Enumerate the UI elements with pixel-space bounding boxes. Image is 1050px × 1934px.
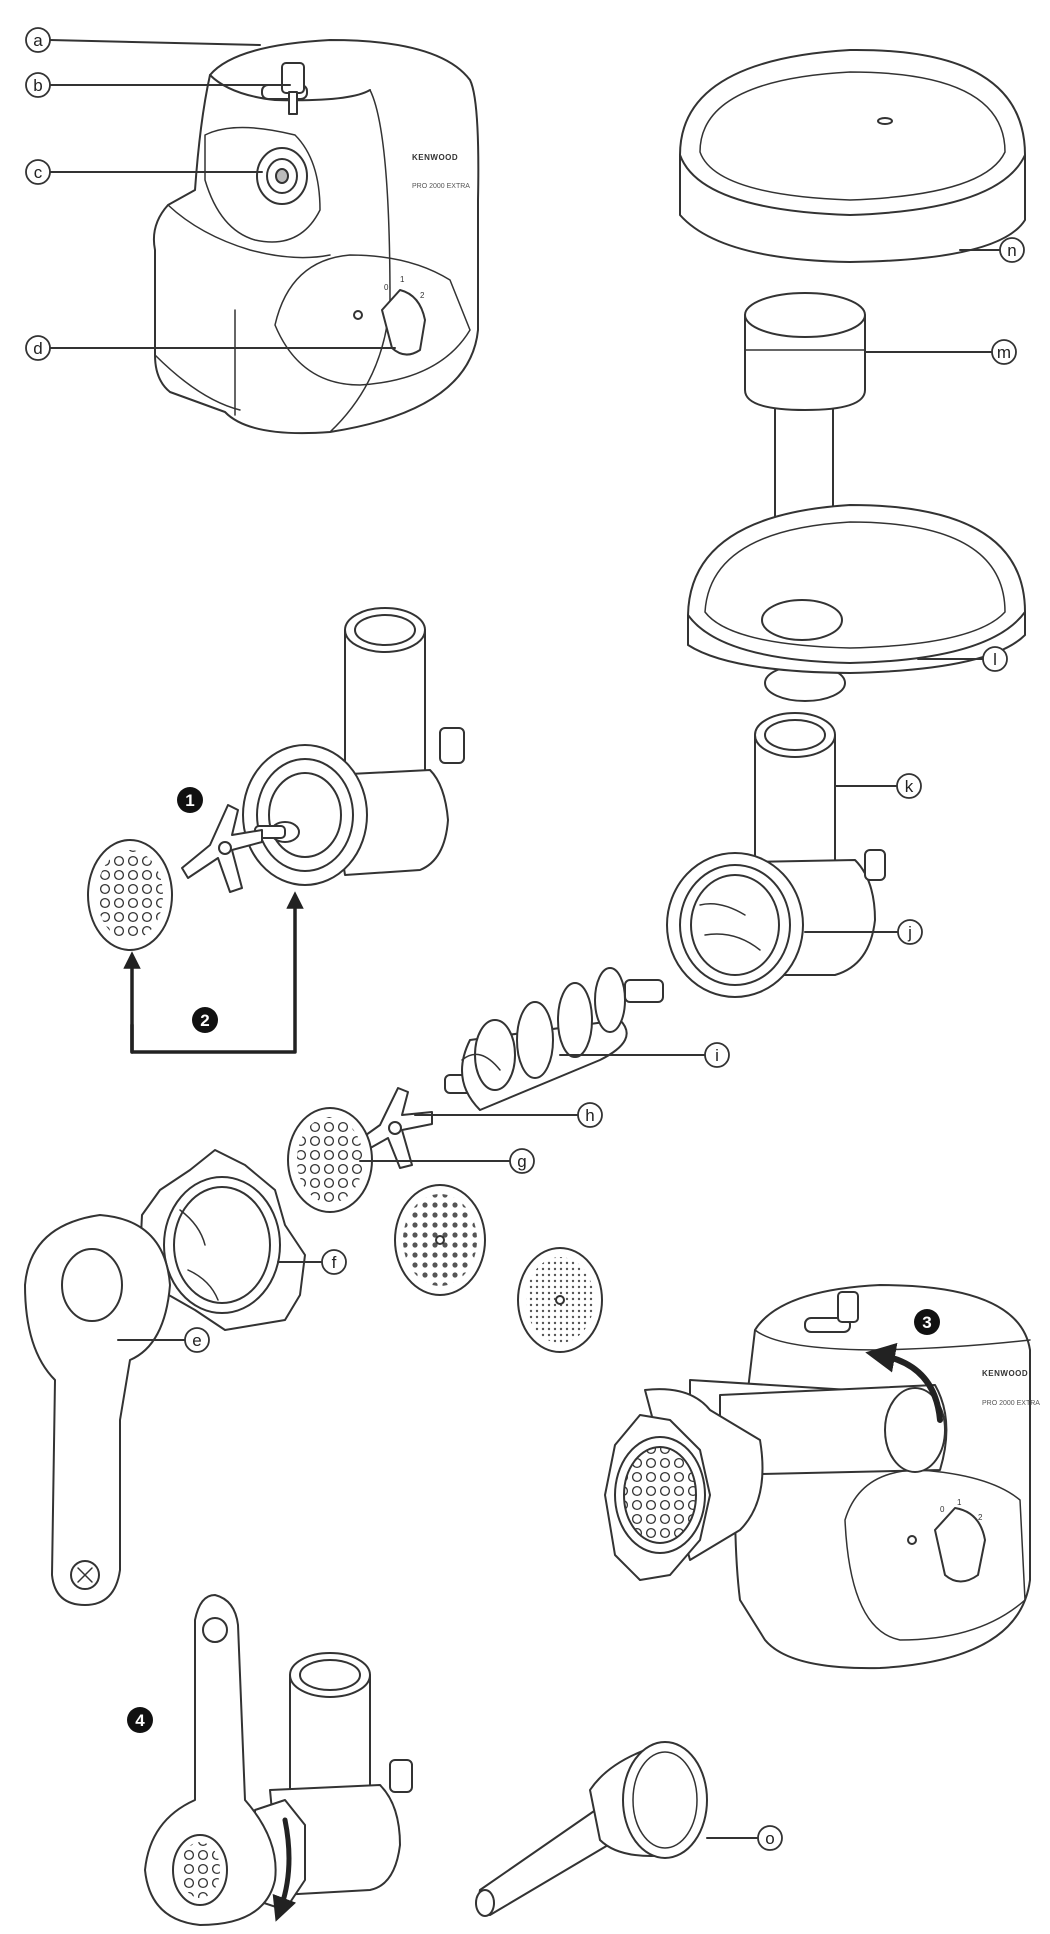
- label-j: j: [897, 919, 923, 945]
- label-a: a: [25, 27, 51, 53]
- label-k-text: k: [905, 777, 914, 796]
- label-f: f: [321, 1249, 347, 1275]
- dial-mark-2: 2: [420, 291, 425, 300]
- brand-label-step3: KENWOOD: [982, 1369, 1028, 1378]
- motor-unit: KENWOOD PRO 2000 EXTRA 0 1 2: [152, 39, 480, 435]
- marker-step-3-text: 3: [922, 1313, 931, 1332]
- step-markers: 1 2 3 4: [127, 787, 940, 1733]
- label-n: n: [999, 237, 1025, 263]
- dial-mark-2-step3: 2: [978, 1513, 983, 1522]
- label-k: k: [896, 773, 922, 799]
- coarse-screen: [287, 1107, 373, 1213]
- fine-screen: [517, 1247, 603, 1353]
- medium-screen: [394, 1184, 486, 1296]
- dial-mark-1-step3: 1: [957, 1498, 962, 1507]
- label-j-text: j: [907, 923, 912, 942]
- label-d-text: d: [33, 339, 42, 358]
- marker-step-4: 4: [127, 1707, 153, 1733]
- dial-mark-0-step3: 0: [940, 1505, 945, 1514]
- label-h-text: h: [585, 1106, 594, 1125]
- brand-label: KENWOOD: [412, 153, 458, 162]
- label-i: i: [704, 1042, 730, 1068]
- label-g-text: g: [517, 1152, 526, 1171]
- feed-screw: [444, 967, 664, 1111]
- marker-step-1: 1: [177, 787, 203, 813]
- label-o: o: [757, 1825, 783, 1851]
- label-h: h: [577, 1102, 603, 1128]
- grinder-head-assembled: [242, 607, 465, 886]
- label-l-text: l: [993, 650, 997, 669]
- label-i-text: i: [715, 1046, 719, 1065]
- model-label-step3: PRO 2000 EXTRA: [982, 1400, 1040, 1407]
- tray-top: [679, 48, 1026, 263]
- spanner: [24, 1214, 171, 1606]
- model-label: PRO 2000 EXTRA: [412, 183, 470, 190]
- cutting-blade-detail: [181, 804, 263, 893]
- screen-plate-detail: [87, 839, 173, 951]
- label-m-text: m: [997, 343, 1011, 362]
- ring-nut: [139, 1149, 306, 1331]
- marker-step-2-text: 2: [200, 1011, 209, 1030]
- marker-step-3: 3: [914, 1309, 940, 1335]
- label-c: c: [25, 159, 51, 185]
- part-labels: a b c d e f g h i j k l m n o: [25, 27, 1025, 1851]
- grinder-body: [666, 712, 886, 998]
- label-f-text: f: [332, 1253, 337, 1272]
- grinder-with-spanner: [144, 1594, 413, 1926]
- label-n-text: n: [1007, 241, 1016, 260]
- label-c-text: c: [34, 163, 43, 182]
- marker-step-2: 2: [192, 1007, 218, 1033]
- sausage-nozzle: [475, 1741, 708, 1917]
- marker-step-1-text: 1: [185, 791, 194, 810]
- dial-mark-0: 0: [384, 283, 389, 292]
- label-b: b: [25, 72, 51, 98]
- label-a-text: a: [33, 31, 43, 50]
- marker-step-4-text: 4: [135, 1711, 145, 1730]
- label-b-text: b: [33, 76, 42, 95]
- label-o-text: o: [765, 1829, 774, 1848]
- motor-with-grinder: KENWOOD PRO 2000 EXTRA 0 1 2: [604, 1284, 1040, 1670]
- label-l: l: [982, 646, 1008, 672]
- leader-lines: [49, 39, 1001, 1839]
- rotate-arrow-step3: [865, 1342, 943, 1423]
- label-d: d: [25, 335, 51, 361]
- label-g: g: [509, 1148, 535, 1174]
- dial-mark-1: 1: [400, 275, 405, 284]
- label-e: e: [184, 1327, 210, 1353]
- tray-bottom: [687, 504, 1026, 702]
- rotate-arrow-step4: [272, 1817, 297, 1922]
- label-m: m: [991, 339, 1017, 365]
- label-e-text: e: [192, 1331, 201, 1350]
